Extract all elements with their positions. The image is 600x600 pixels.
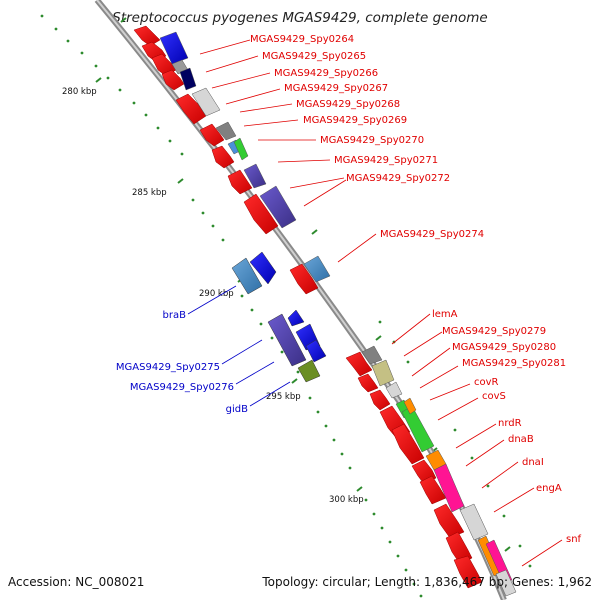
- gene-label[interactable]: MGAS9429_Spy0271: [334, 155, 438, 166]
- gene-label[interactable]: MGAS9429_Spy0276: [130, 382, 234, 393]
- gene-label[interactable]: MGAS9429_Spy0279: [442, 326, 546, 337]
- gene-label[interactable]: MGAS9429_Spy0268: [296, 99, 400, 110]
- gene-label[interactable]: MGAS9429_Spy0265: [262, 51, 366, 62]
- scale-ticks: [95, 17, 511, 552]
- gene-label[interactable]: MGAS9429_Spy0274: [380, 229, 484, 240]
- gene-label[interactable]: covS: [482, 391, 506, 402]
- forward-outer-genes: [159, 31, 517, 597]
- map-title: Streptococcus pyogenes MGAS9429, complet…: [112, 10, 487, 26]
- tick-label: 290 kbp: [199, 289, 234, 299]
- tick-label: 300 kbp: [329, 495, 364, 505]
- tick-label: 280 kbp: [62, 87, 97, 97]
- forward-inner-genes: [133, 25, 483, 589]
- gene-label[interactable]: MGAS9429_Spy0280: [452, 342, 556, 353]
- gene-label[interactable]: MGAS9429_Spy0270: [320, 135, 424, 146]
- gene-label[interactable]: MGAS9429_Spy0264: [250, 34, 354, 45]
- gene-label[interactable]: covR: [474, 377, 499, 388]
- gene-label[interactable]: gidB: [226, 404, 248, 415]
- gene-label[interactable]: braB: [163, 310, 187, 321]
- forward-leader-lines: [199, 39, 563, 567]
- scale-dots: [40, 14, 532, 598]
- tick-label: 295 kbp: [266, 392, 301, 402]
- gene-label[interactable]: MGAS9429_Spy0281: [462, 358, 566, 369]
- gene-label[interactable]: MGAS9429_Spy0266: [274, 68, 378, 79]
- gene-label[interactable]: MGAS9429_Spy0267: [284, 83, 388, 94]
- topology-text: Topology: circular; Length: 1,836,467 bp…: [261, 575, 592, 589]
- gene-label[interactable]: MGAS9429_Spy0272: [346, 173, 450, 184]
- gene-label[interactable]: snf: [566, 534, 582, 545]
- forward-labels: MGAS9429_Spy0264 MGAS9429_Spy0265 MGAS94…: [250, 34, 582, 545]
- reverse-leader-lines: [187, 285, 291, 407]
- reverse-labels: braB MGAS9429_Spy0275 MGAS9429_Spy0276 g…: [116, 310, 248, 415]
- reverse-genes: [231, 251, 327, 383]
- gene-label[interactable]: nrdR: [498, 418, 522, 429]
- accession-text: Accession: NC_008021: [8, 575, 144, 589]
- gene-label[interactable]: lemA: [432, 309, 458, 320]
- gene-label[interactable]: engA: [536, 483, 562, 494]
- gene-label[interactable]: MGAS9429_Spy0269: [303, 115, 407, 126]
- tick-label: 285 kbp: [132, 188, 167, 198]
- gene-label[interactable]: MGAS9429_Spy0275: [116, 362, 220, 373]
- gene-label[interactable]: dnaI: [522, 457, 544, 468]
- gene-label[interactable]: dnaB: [508, 434, 534, 445]
